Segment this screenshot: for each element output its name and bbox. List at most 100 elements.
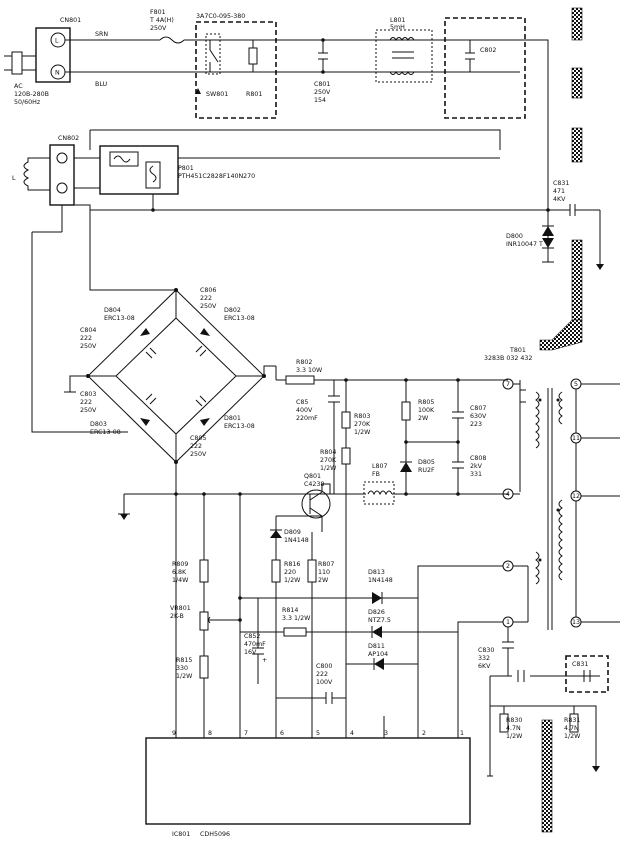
svg-text:4: 4 bbox=[350, 730, 354, 737]
svg-text:250V: 250V bbox=[314, 89, 331, 96]
svg-text:222: 222 bbox=[200, 295, 212, 302]
svg-text:4KV: 4KV bbox=[553, 196, 566, 203]
svg-text:2W: 2W bbox=[418, 415, 429, 422]
svg-text:D805: D805 bbox=[418, 459, 435, 466]
hatched-bend bbox=[539, 319, 583, 351]
r831-resistor: R831 4.7N 1/2W bbox=[564, 706, 581, 740]
c831-label: C831 bbox=[572, 661, 588, 668]
hatched-bar bbox=[571, 127, 583, 163]
svg-text:5mH: 5mH bbox=[390, 24, 405, 31]
svg-text:1/4W: 1/4W bbox=[172, 577, 189, 584]
svg-text:T 4A(H): T 4A(H) bbox=[149, 17, 174, 24]
svg-text:R815: R815 bbox=[176, 657, 192, 664]
svg-text:13: 13 bbox=[572, 619, 580, 626]
bridge-rectifier bbox=[86, 288, 266, 464]
r801-label: R801 bbox=[246, 91, 262, 98]
svg-text:D804: D804 bbox=[104, 307, 121, 314]
svg-text:16V: 16V bbox=[244, 649, 257, 656]
svg-text:250V: 250V bbox=[80, 407, 97, 414]
svg-text:C831: C831 bbox=[553, 180, 569, 187]
svg-text:11: 11 bbox=[572, 435, 580, 442]
svg-text:1/2W: 1/2W bbox=[320, 465, 337, 472]
svg-text:270K: 270K bbox=[354, 421, 371, 428]
svg-text:R816: R816 bbox=[284, 561, 300, 568]
ac-label-3: 50/60Hz bbox=[14, 99, 41, 106]
r807-resistor: R807 110 2W bbox=[307, 532, 334, 584]
svg-text:330: 330 bbox=[176, 665, 188, 672]
d826-zener: D826 NTZ7.5 bbox=[368, 609, 503, 638]
svg-text:Q801: Q801 bbox=[304, 473, 321, 480]
svg-text:3283B 032 432: 3283B 032 432 bbox=[484, 355, 532, 362]
svg-text:9: 9 bbox=[172, 730, 176, 737]
sw801-label: SW801 bbox=[206, 91, 228, 98]
svg-text:IC801: IC801 bbox=[172, 831, 190, 838]
p801-posistor: P801 PTH451C2828F140N270 bbox=[99, 145, 255, 195]
blu-label: BLU bbox=[95, 81, 108, 88]
svg-text:D801: D801 bbox=[224, 415, 241, 422]
svg-text:+: + bbox=[262, 657, 267, 664]
d800-diode: D800 INR10047 T bbox=[506, 210, 554, 263]
svg-text:NTZ7.5: NTZ7.5 bbox=[368, 617, 391, 624]
svg-text:R805: R805 bbox=[418, 399, 434, 406]
q801-transistor: Q801 C4238 bbox=[301, 473, 331, 519]
svg-text:100V: 100V bbox=[316, 679, 333, 686]
svg-text:CDH5096: CDH5096 bbox=[200, 831, 230, 838]
svg-text:R807: R807 bbox=[318, 561, 334, 568]
svg-text:F801: F801 bbox=[150, 9, 166, 16]
svg-text:C801: C801 bbox=[314, 81, 330, 88]
svg-text:D813: D813 bbox=[368, 569, 385, 576]
vr801-potentiometer: VR801 2K-B bbox=[170, 605, 214, 631]
degauss-coil: L bbox=[12, 157, 50, 191]
svg-text:1/2W: 1/2W bbox=[176, 673, 193, 680]
svg-text:PTH451C2828F140N270: PTH451C2828F140N270 bbox=[178, 173, 255, 180]
hatched-bar bbox=[571, 239, 583, 321]
svg-text:C800: C800 bbox=[316, 663, 332, 670]
cn802-connector: CN802 bbox=[49, 135, 79, 206]
svg-text:100K: 100K bbox=[418, 407, 435, 414]
l801-line-filter: L801 5mH bbox=[375, 17, 433, 83]
svg-text:5: 5 bbox=[574, 381, 578, 388]
transformer-pins: 7 5 4 2 1 11 12 13 bbox=[502, 378, 582, 628]
l807-ferrite-bead: L807 FB bbox=[363, 463, 395, 505]
svg-text:C830: C830 bbox=[478, 647, 494, 654]
svg-text:C85: C85 bbox=[296, 399, 308, 406]
svg-text:T801: T801 bbox=[509, 347, 526, 354]
svg-text:7: 7 bbox=[244, 730, 248, 737]
svg-text:222: 222 bbox=[316, 671, 328, 678]
ground-arrow bbox=[592, 766, 600, 772]
svg-text:R831: R831 bbox=[564, 717, 580, 724]
svg-text:C803: C803 bbox=[80, 391, 96, 398]
r816-resistor: R816 220 1/2W bbox=[271, 559, 301, 584]
svg-text:D800: D800 bbox=[506, 233, 523, 240]
hatched-bar bbox=[571, 7, 583, 41]
r830-resistor: R830 4.7N 1/2W bbox=[499, 706, 523, 740]
svg-text:2: 2 bbox=[506, 563, 510, 570]
svg-text:R804: R804 bbox=[320, 449, 336, 456]
c808-capacitor: C808 2kV 331 bbox=[452, 442, 486, 494]
svg-text:2: 2 bbox=[422, 730, 426, 737]
svg-text:R830: R830 bbox=[506, 717, 522, 724]
svg-text:FB: FB bbox=[372, 471, 380, 478]
svg-text:ERC13-08: ERC13-08 bbox=[224, 315, 255, 322]
svg-text:6.8K: 6.8K bbox=[172, 569, 187, 576]
svg-text:RU2F: RU2F bbox=[418, 467, 435, 474]
svg-text:250V: 250V bbox=[150, 25, 167, 32]
svg-text:1: 1 bbox=[460, 730, 464, 737]
svg-text:630V: 630V bbox=[470, 413, 487, 420]
c807-capacitor: C807 630V 223 bbox=[452, 380, 487, 442]
svg-text:470mF: 470mF bbox=[244, 641, 266, 648]
svg-text:C805: C805 bbox=[190, 435, 206, 442]
svg-text:6: 6 bbox=[280, 730, 284, 737]
svg-text:1/2W: 1/2W bbox=[354, 429, 371, 436]
svg-text:110: 110 bbox=[318, 569, 330, 576]
ac-label-1: AC bbox=[14, 83, 23, 90]
svg-text:ERC13-08: ERC13-08 bbox=[224, 423, 255, 430]
r814-resistor: R814 3.3 1/2W bbox=[240, 607, 372, 637]
svg-text:L807: L807 bbox=[372, 463, 388, 470]
svg-text:1/2W: 1/2W bbox=[506, 733, 523, 740]
hatched-bar bbox=[571, 67, 583, 99]
svg-text:220mF: 220mF bbox=[296, 415, 318, 422]
svg-text:C4238: C4238 bbox=[304, 481, 324, 488]
cn801-label: CN801 bbox=[60, 17, 81, 24]
